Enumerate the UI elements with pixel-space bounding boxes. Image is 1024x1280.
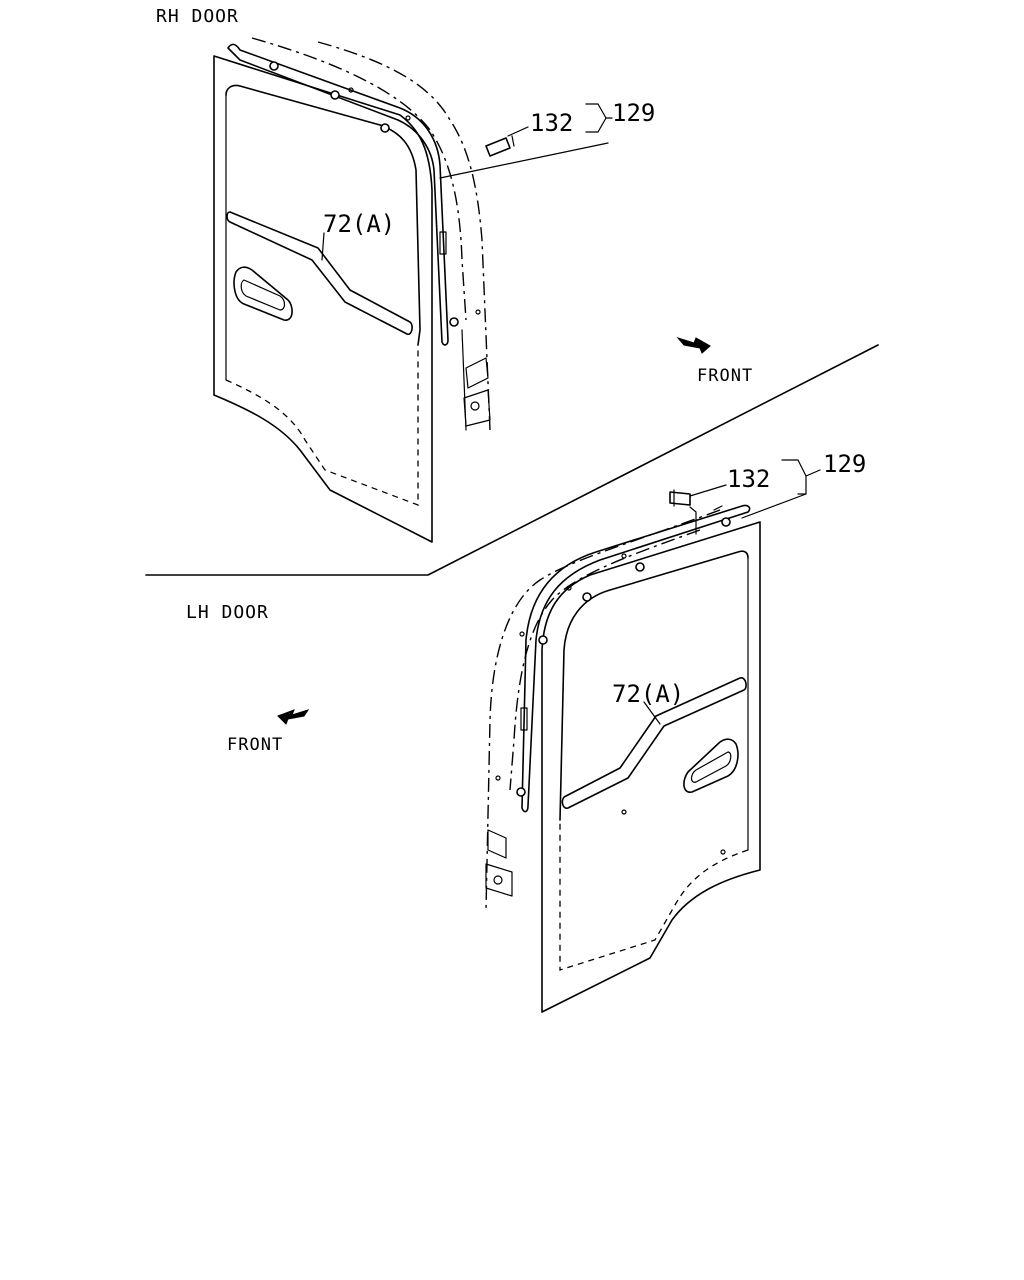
lh-lower-hidden — [559, 820, 749, 971]
lh-rail-tab — [713, 505, 723, 511]
lh-clip-icon — [582, 592, 592, 602]
rh-lower-hidden — [225, 345, 419, 506]
lh-clip-icon — [721, 517, 731, 527]
rh-body-outline — [317, 41, 491, 431]
rh-callout-129: 129 — [612, 99, 655, 127]
rh-hole-icon — [405, 115, 411, 121]
lh-hinge-icon — [520, 707, 528, 731]
rh-hinge-icon — [439, 231, 447, 255]
rh-hinge-bolt-icon — [470, 401, 480, 411]
lh-hole-icon — [621, 553, 627, 559]
rh-door-handle — [233, 266, 293, 321]
rh-door-panel — [213, 55, 433, 543]
rh-part-132-clip — [485, 135, 515, 157]
lh-hole-icon — [720, 849, 726, 855]
rh-door-title: RH DOOR — [156, 6, 239, 27]
rh-clip-row — [269, 61, 481, 327]
rh-clip-icon — [449, 317, 459, 327]
rh-front-label: FRONT — [697, 366, 753, 386]
rh-clip-icon — [330, 90, 340, 100]
lh-weatherstrip-top — [521, 504, 751, 813]
rh-window-frame — [225, 84, 421, 346]
lh-hinge-icon — [485, 863, 513, 897]
lh-window-frame — [559, 550, 749, 821]
lh-clip-icon — [538, 635, 548, 645]
rh-leaders — [321, 103, 613, 261]
lh-body-outline-inner — [509, 529, 701, 791]
lh-clip-icon — [516, 787, 526, 797]
lh-hinge-icon — [487, 829, 507, 859]
lh-clip-row — [495, 505, 731, 797]
rh-hinges — [439, 231, 491, 427]
section-divider — [145, 344, 879, 576]
rh-weatherstrip-72a — [226, 211, 413, 335]
lh-clip-icon — [635, 562, 645, 572]
rh-hole-icon — [475, 309, 481, 315]
rh-front-arrow-icon — [676, 337, 711, 354]
rh-weatherstrip-top — [227, 43, 449, 346]
lh-door-group: LH DOOR FRONT — [186, 450, 866, 1013]
lh-door-title: LH DOOR — [186, 602, 269, 623]
lh-hole-icon — [519, 631, 525, 637]
rh-clip-132-icon — [485, 137, 511, 157]
rh-callout-72a: 72(A) — [323, 210, 395, 238]
lh-hinges — [485, 707, 528, 897]
lh-callout-72a: 72(A) — [612, 680, 684, 708]
rh-callout-132: 132 — [530, 109, 573, 137]
lh-door-handle — [683, 738, 739, 793]
lh-hole-icon — [566, 585, 572, 591]
lh-leaders — [643, 459, 821, 725]
lh-clip-132-icon — [669, 491, 691, 506]
rh-hinge-icon — [465, 357, 489, 389]
rh-clip-icon — [269, 61, 279, 71]
lh-callout-132: 132 — [727, 465, 770, 493]
lh-hinge-bolt-icon — [493, 875, 503, 885]
rh-hinge-icon — [463, 389, 491, 427]
rh-hole-icon — [348, 87, 354, 93]
lh-door-panel — [541, 521, 761, 1013]
lh-hole-icon — [495, 775, 501, 781]
lh-weatherstrip-72a — [561, 677, 747, 809]
lh-front-label: FRONT — [227, 735, 283, 755]
lh-callout-129: 129 — [823, 450, 866, 478]
lh-hole-icon — [621, 809, 627, 815]
lh-front-arrow-icon — [277, 709, 310, 725]
rh-clip-icon — [380, 123, 390, 133]
lh-part-132-clip — [669, 489, 691, 507]
rh-door-group: RH DOOR — [156, 6, 753, 543]
